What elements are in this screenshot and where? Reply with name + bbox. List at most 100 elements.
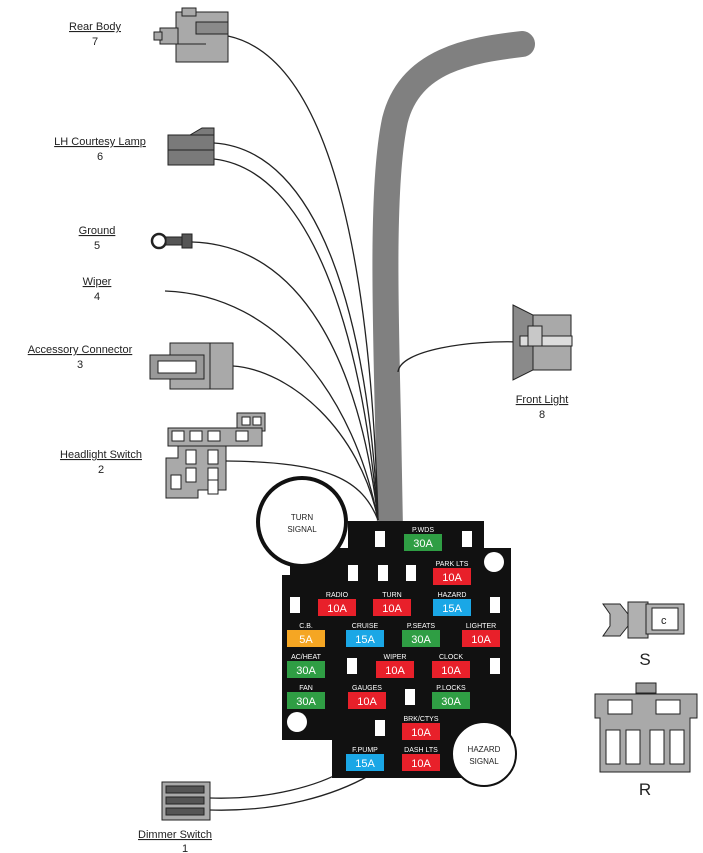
fuse: DASH LTS 10A (402, 747, 440, 771)
fuse-body (287, 692, 325, 709)
fuse-label: CRUISE (352, 623, 379, 630)
front-light-socket (512, 304, 573, 381)
fuse-label: AC/HEAT (291, 654, 322, 661)
fuse-amperage: 10A (471, 634, 491, 646)
fuse-amperage: 15A (355, 758, 375, 770)
fuse: PARK LTS 10A (433, 561, 471, 585)
wire-rear-body (227, 35, 379, 521)
fuse-label: RADIO (326, 592, 349, 599)
wire-lh-courtesy-2 (213, 158, 379, 521)
fuse-body (318, 599, 356, 616)
fuse: CRUISE 15A (346, 623, 384, 647)
fuse-amperage: 30A (441, 696, 461, 708)
fuse-amperage: 10A (385, 665, 405, 677)
hazard-signal-flasher (451, 721, 517, 787)
rear-body-number: 7 (92, 36, 98, 48)
fuse-body (433, 599, 471, 616)
fuse-amperage: 30A (411, 634, 431, 646)
lh-courtesy-lamp-number: 6 (97, 151, 103, 163)
front-light-label: Front Light (516, 394, 569, 406)
fuse-amperage: 10A (382, 603, 402, 615)
dimmer-switch-connector (161, 781, 211, 821)
fuse-label: TURN (382, 592, 401, 599)
turn-signal-label-line1: TURN (291, 513, 313, 522)
fuse-body (346, 754, 384, 771)
turn-signal-flasher (256, 476, 348, 568)
fuse-panel-slots (290, 531, 500, 736)
fuse-amperage: 10A (441, 665, 461, 677)
fuse: TURN 10A (373, 592, 411, 616)
fuse: P.LOCKS 30A (432, 685, 470, 709)
fuse-panel-hole-top (484, 552, 504, 572)
ground-ring-terminal (150, 232, 193, 250)
fuse-body (432, 692, 470, 709)
headlight-switch-connector (165, 412, 266, 499)
fuse-amperage: 15A (355, 634, 375, 646)
fuse-body (373, 599, 411, 616)
wires (164, 35, 521, 811)
ground-number: 5 (94, 240, 100, 252)
fuse-label: F.PUMP (352, 747, 378, 754)
terminal-r-connector (594, 682, 698, 773)
fuse-body (433, 568, 471, 585)
fuse-body (432, 661, 470, 678)
wiper-label: Wiper (83, 276, 112, 288)
fuse-body (376, 661, 414, 678)
fuse-body (402, 630, 440, 647)
turn-signal-label-line2: SIGNAL (287, 525, 317, 534)
wire-front-light (397, 341, 521, 373)
fuse-amperage: 30A (413, 538, 433, 550)
terminal-s-connector: c (602, 601, 685, 639)
wire-dimmer-1 (209, 769, 346, 799)
fuse-panel-hole-bottom (287, 712, 307, 732)
rear-body-connector (153, 7, 229, 63)
fuse-body (402, 754, 440, 771)
accessory-connector (149, 342, 234, 390)
fuse-body (346, 630, 384, 647)
fuse-body (402, 723, 440, 740)
headlight-switch-label: Headlight Switch (60, 449, 142, 461)
fuse-label: P.LOCKS (436, 685, 466, 692)
dimmer-switch-label: Dimmer Switch (138, 829, 212, 841)
svg-text:c: c (661, 615, 667, 627)
fuse-body (404, 534, 442, 551)
fuse: HAZARD 15A (433, 592, 471, 616)
fuse-amperage: 15A (442, 603, 462, 615)
wire-ground (191, 241, 379, 521)
front-light-number: 8 (539, 409, 545, 421)
fuse-label: HAZARD (438, 592, 467, 599)
fuse-label: FAN (299, 685, 313, 692)
fuse-amperage: 30A (296, 696, 316, 708)
hazard-signal-label-line2: SIGNAL (469, 757, 499, 766)
fuse-body (462, 630, 500, 647)
wire-lh-courtesy-1 (213, 142, 379, 521)
fuse: FAN 30A (287, 685, 325, 709)
wire-accessory (232, 365, 379, 521)
fuse-label: GAUGES (352, 685, 382, 692)
fuse-amperage: 10A (411, 758, 431, 770)
fuse: RADIO 10A (318, 592, 356, 616)
ground-label: Ground (79, 225, 116, 237)
lh-courtesy-lamp-label: LH Courtesy Lamp (54, 136, 146, 148)
fuse-amperage: 10A (442, 572, 462, 584)
fuse-label: DASH LTS (404, 747, 438, 754)
fuse-amperage: 10A (327, 603, 347, 615)
fuse-amperage: 5A (299, 634, 313, 646)
fuse-panel (282, 521, 511, 778)
fuse-label: P.SEATS (407, 623, 435, 630)
wire-dimmer-2 (209, 774, 371, 811)
fuse-label: LIGHTER (466, 623, 496, 630)
fuse-body (287, 661, 325, 678)
hazard-signal-label-line1: HAZARD (468, 745, 501, 754)
fuse-label: PARK LTS (436, 561, 469, 568)
rear-body-label: Rear Body (69, 21, 121, 33)
